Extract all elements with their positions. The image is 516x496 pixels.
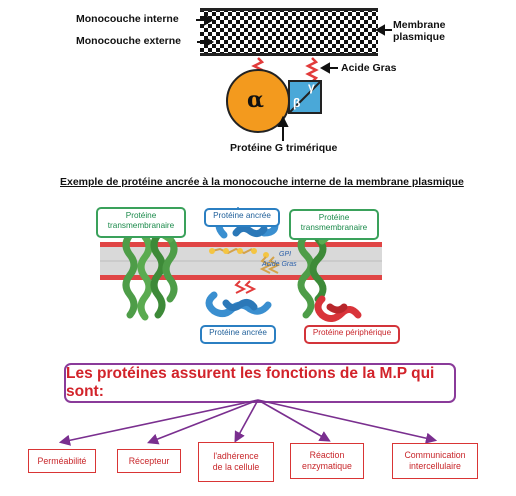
arrow-reaction (257, 399, 331, 442)
function-recepteur: Récepteur (117, 449, 181, 473)
acide-gras-arrow (319, 62, 338, 74)
gamma-label: γ (308, 80, 315, 94)
label-proteine-g: Protéine G trimérique (230, 142, 338, 154)
box-ancree-bottom: Protéine ancrée (200, 325, 276, 344)
alpha-label: α (247, 87, 264, 113)
function-communication: Communication intercellulaire (392, 443, 478, 479)
label-monocouche-externe: Monocouche externe (76, 35, 182, 47)
gpi-label: GPI (279, 251, 292, 258)
label-membrane-plasmique: Membrane plasmique (393, 19, 446, 43)
fatty-acid-bottom-2 (244, 280, 257, 294)
red-protein-peripheral (314, 295, 362, 322)
monocouche-interne-arrow (196, 14, 215, 26)
blue-protein-bottom (205, 291, 272, 318)
label-acide-gras: Acide Gras (341, 62, 397, 74)
functions-title: Les protéines assurent les fonctions de … (64, 363, 456, 403)
membrane-arrow (374, 24, 392, 36)
box-transmembranaire-left: Protéine transmembranaire (96, 207, 186, 238)
g-protein-diagram (196, 8, 392, 141)
arrow-permeabilite (58, 399, 259, 446)
arrow-communication (257, 399, 438, 444)
function-adherence: l'adhérence de la cellule (198, 442, 274, 482)
fatty-acid-bottom (234, 280, 247, 294)
gpi-chain (209, 247, 281, 274)
membrane-bilayer (200, 8, 378, 56)
arrow-adherence (234, 399, 259, 443)
box-ancree-top: Protéine ancrée (204, 208, 280, 227)
label-monocouche-interne: Monocouche interne (76, 13, 179, 25)
beta-label: β (293, 96, 301, 110)
acide-gras-small-label: Acide Gras (262, 261, 297, 268)
caption: Exemple de protéine ancrée à la monocouc… (60, 176, 464, 188)
proteine-g-arrow (277, 115, 289, 141)
box-peripherique: Protéine périphérique (304, 325, 400, 344)
box-transmembranaire-right: Protéine transmembranaire (289, 209, 379, 240)
monocouche-externe-arrow (197, 36, 215, 48)
function-arrows (58, 399, 438, 446)
function-permeabilite: Perméabilité (28, 449, 96, 473)
zigzag-connector-right (305, 57, 319, 83)
function-reaction: Réaction enzymatique (290, 443, 364, 479)
arrow-recepteur (147, 399, 259, 445)
